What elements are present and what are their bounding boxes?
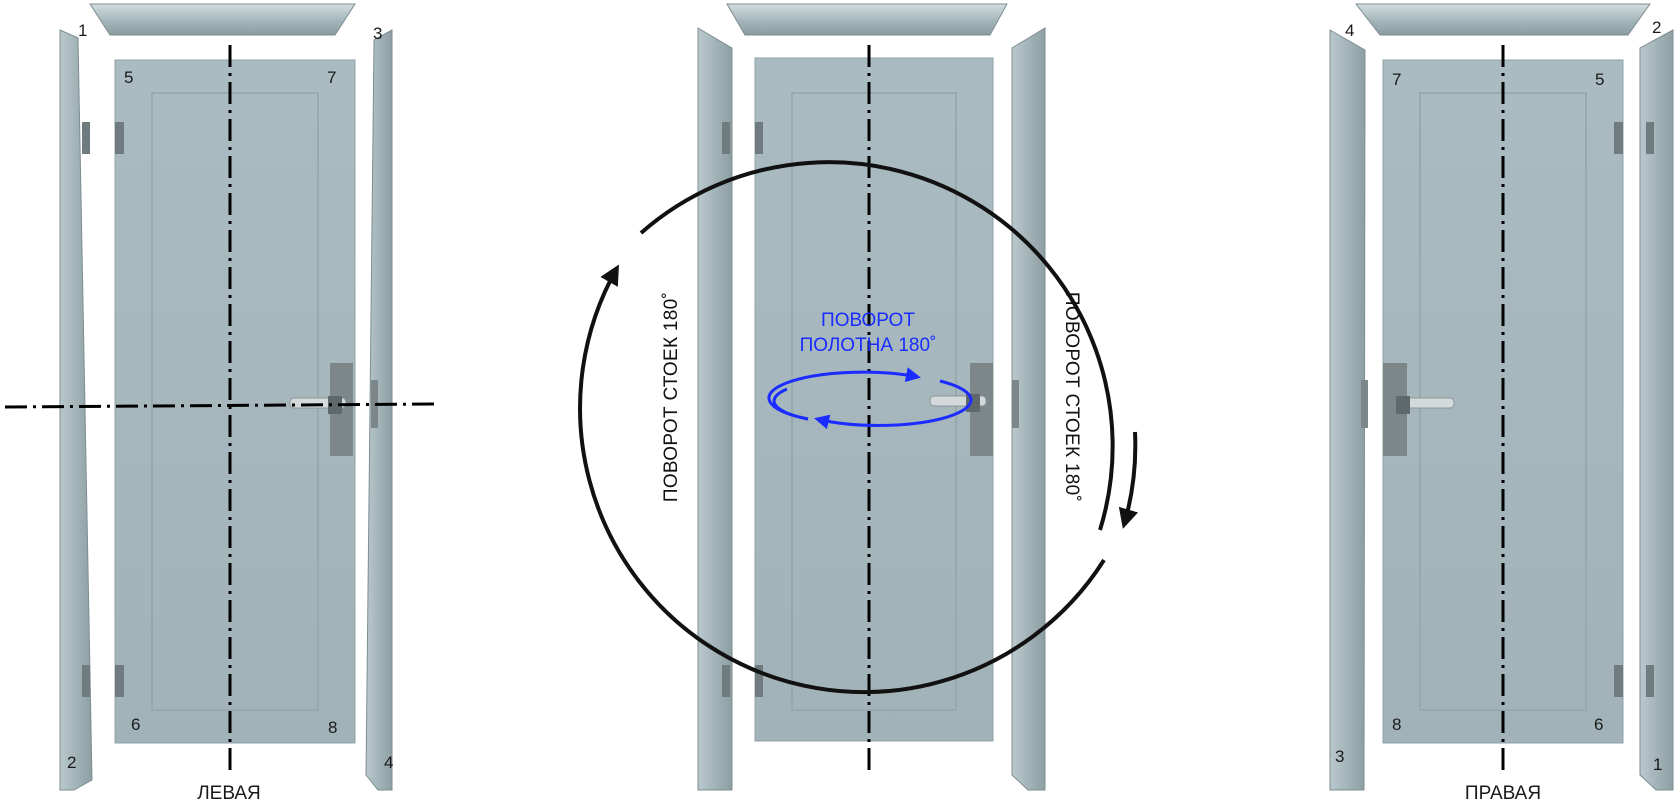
door-jamb-icon <box>1011 27 1046 791</box>
left-label-1: 1 <box>78 21 87 40</box>
center-door-assembly: ПОВОРОТ ПОЛОТНА 180˚ ПОВОРОТ СТОЕК 180˚ … <box>578 3 1139 791</box>
rotation-arrow-icon <box>578 264 1106 694</box>
rotation-arrow-icon <box>814 379 973 430</box>
hinge-icon <box>1614 665 1623 697</box>
left-label-5: 5 <box>124 68 133 87</box>
hinge-icon <box>1614 122 1623 154</box>
strike-plate <box>371 380 378 428</box>
hinge-icon <box>1646 122 1654 154</box>
leaf-rotation-line1: ПОВОРОТ <box>821 310 915 331</box>
left-label-7: 7 <box>327 68 336 87</box>
hinge-icon <box>755 665 763 697</box>
door-lintel-icon <box>89 3 356 36</box>
left-door-assembly: 1 3 5 7 6 8 2 4 ЛЕВАЯ <box>4 3 438 803</box>
right-label-5: 5 <box>1595 70 1604 89</box>
right-label-8: 8 <box>1392 715 1401 734</box>
leaf-rotation-line2: ПОЛОТНА 180˚ <box>800 335 937 356</box>
strike-plate <box>1361 380 1368 428</box>
right-label-1: 1 <box>1653 755 1662 774</box>
door-lintel-icon <box>1354 3 1651 36</box>
jamb-rotation-left-label: ПОВОРОТ СТОЕК 180˚ <box>661 292 682 502</box>
door-jamb-icon <box>697 27 733 791</box>
left-label-6: 6 <box>131 715 140 734</box>
hinge-icon <box>1646 665 1654 697</box>
caption-left: ЛЕВАЯ <box>197 783 261 803</box>
rotation-arrow-icon <box>639 160 1115 531</box>
hinge-icon <box>115 122 124 154</box>
door-lintel-icon <box>726 3 1008 36</box>
hinge-icon <box>722 665 730 697</box>
right-label-6: 6 <box>1594 715 1603 734</box>
door-jamb-icon <box>59 29 93 791</box>
right-label-4: 4 <box>1345 21 1354 40</box>
right-label-7: 7 <box>1392 70 1401 89</box>
caption-right: ПРАВАЯ <box>1465 783 1541 803</box>
hinge-icon <box>82 122 90 154</box>
right-door-assembly: 4 2 7 5 8 6 3 1 ПРАВАЯ <box>1329 3 1674 803</box>
left-label-8: 8 <box>328 718 337 737</box>
hinge-icon <box>115 665 124 697</box>
door-jamb-icon <box>365 29 393 791</box>
handle-plate <box>970 363 993 456</box>
right-label-2: 2 <box>1652 18 1661 37</box>
rotation-arrow-icon <box>1118 431 1139 529</box>
right-label-3: 3 <box>1335 747 1344 766</box>
left-label-4: 4 <box>384 753 393 772</box>
hinge-icon <box>82 665 90 697</box>
hinge-icon <box>755 122 763 154</box>
door-jamb-icon <box>1639 29 1674 791</box>
door-handle-icon <box>1396 396 1455 414</box>
rotation-arrow-icon <box>772 387 809 421</box>
door-jamb-icon <box>1329 29 1366 791</box>
jamb-rotation-right-label: ПОВОРОТ СТОЕК 180˚ <box>1061 292 1082 502</box>
hinge-icon <box>722 122 730 154</box>
strike-plate <box>1012 380 1019 428</box>
left-label-2: 2 <box>67 753 76 772</box>
left-label-3: 3 <box>373 24 382 43</box>
